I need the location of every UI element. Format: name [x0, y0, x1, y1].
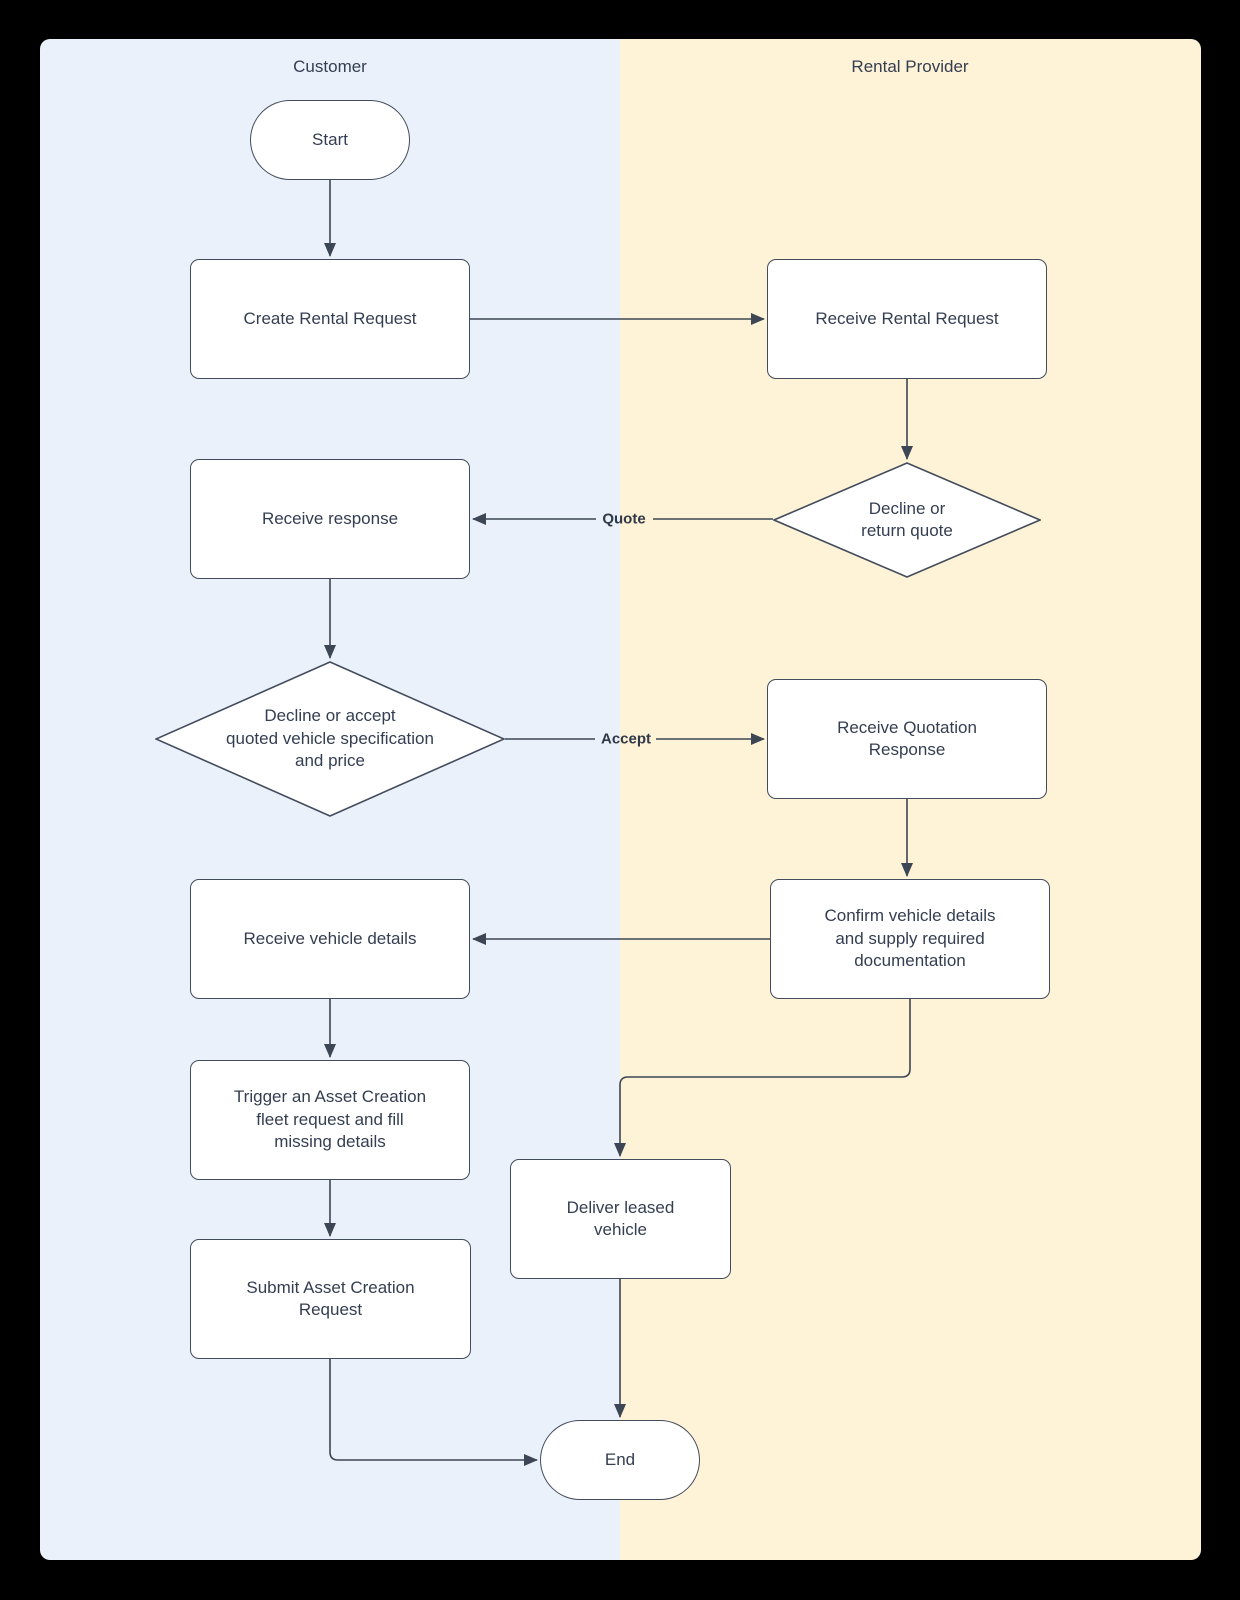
- node-decline-or-accept: Decline or accept quoted vehicle specifi…: [155, 661, 505, 817]
- node-end: End: [540, 1420, 700, 1500]
- diamond-shape: [155, 661, 505, 817]
- node-receive-vehicle-details: Receive vehicle details: [190, 879, 470, 999]
- node-create-rental-request: Create Rental Request: [190, 259, 470, 379]
- lane-title-customer: Customer: [293, 57, 367, 76]
- node-receive-quotation-response: Receive Quotation Response: [767, 679, 1047, 799]
- node-confirm-vehicle-details: Confirm vehicle details and supply requi…: [770, 879, 1050, 999]
- edge-label-quote: Quote: [602, 510, 646, 528]
- node-deliver-leased-vehicle: Deliver leased vehicle: [510, 1159, 731, 1279]
- lane-title-rental-provider: Rental Provider: [851, 57, 969, 76]
- node-decline-or-return-quote: Decline or return quote: [773, 462, 1041, 578]
- node-submit-asset-creation: Submit Asset Creation Request: [190, 1239, 471, 1359]
- node-start: Start: [250, 100, 410, 180]
- edge-label-accept: Accept: [600, 730, 652, 748]
- node-receive-rental-request: Receive Rental Request: [767, 259, 1047, 379]
- node-trigger-asset-creation: Trigger an Asset Creation fleet request …: [190, 1060, 470, 1180]
- node-receive-response: Receive response: [190, 459, 470, 579]
- diamond-shape: [773, 462, 1041, 578]
